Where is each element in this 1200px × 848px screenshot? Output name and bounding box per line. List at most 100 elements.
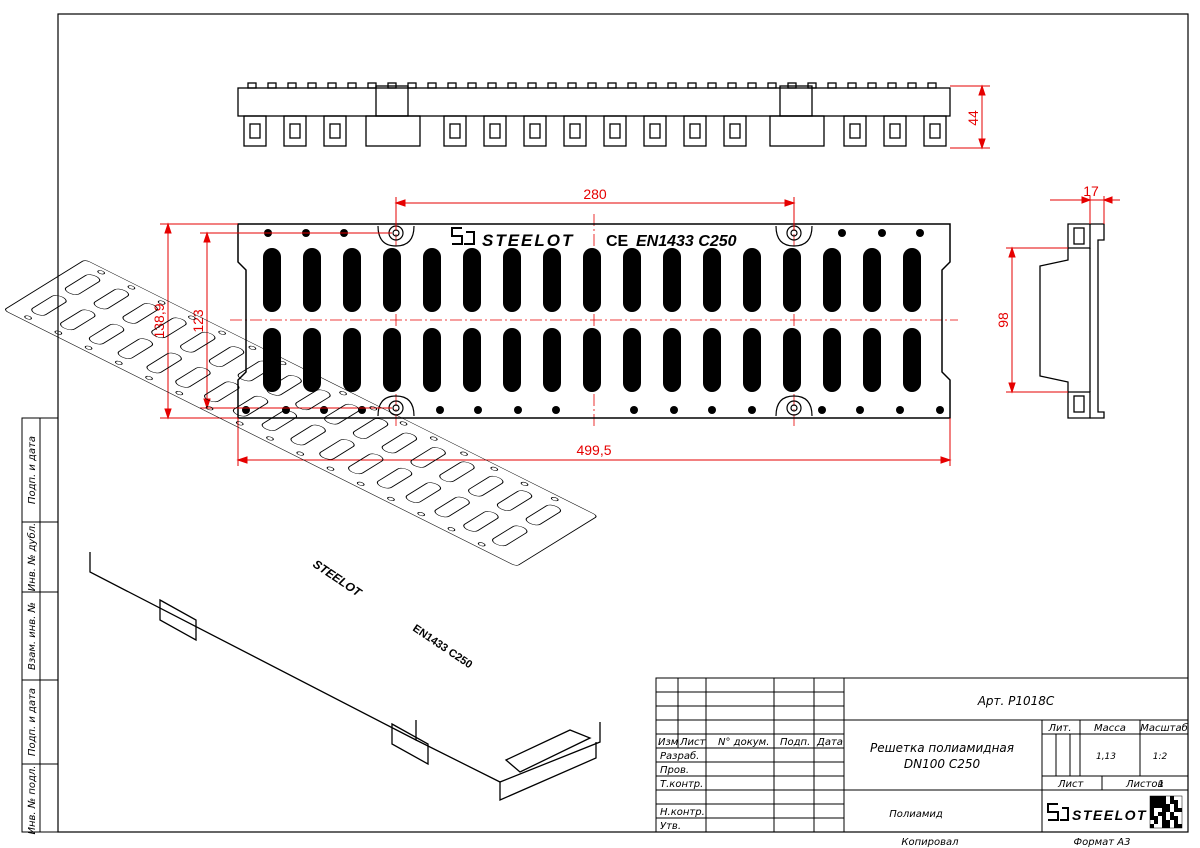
qr-module	[1154, 820, 1158, 824]
iso-hole	[235, 421, 244, 426]
qr-module	[1154, 796, 1158, 800]
top-rib	[847, 82, 857, 89]
tb-scale-value: 1:2	[1153, 752, 1168, 762]
dim-top-height-label: 44	[965, 110, 981, 126]
top-rib	[907, 82, 917, 89]
grate-slot	[623, 248, 641, 312]
qr-module	[1162, 804, 1166, 808]
tb-material: Полиамид	[889, 809, 943, 820]
top-rib	[527, 82, 537, 89]
iso-slot	[439, 461, 475, 483]
top-rib	[467, 82, 477, 89]
iso-hole	[24, 315, 32, 320]
qr-module	[1154, 816, 1158, 820]
tb-copied: Копировал	[901, 837, 959, 848]
top-foot	[283, 115, 307, 147]
grate-slot	[343, 248, 361, 312]
bolt-hole	[708, 406, 716, 414]
grate-slot	[703, 328, 721, 392]
iso-hole	[429, 436, 438, 441]
qr-module	[1170, 796, 1174, 800]
qr-module	[1166, 808, 1170, 812]
top-rib	[487, 82, 497, 89]
top-foot	[523, 115, 547, 147]
top-rib	[307, 82, 317, 89]
qr-module	[1158, 812, 1162, 816]
iso-hole	[550, 497, 559, 502]
tb-article: Арт. Р1018С	[977, 694, 1055, 708]
tb-mass-label: Масса	[1094, 723, 1126, 734]
qr-module	[1174, 816, 1178, 820]
top-foot	[563, 115, 587, 147]
top-rib	[667, 82, 677, 89]
dim-hole-spacing-label: 280	[583, 186, 607, 202]
bolt-hole	[552, 406, 560, 414]
top-foot-slot	[649, 123, 661, 139]
grate-slot	[823, 328, 841, 392]
iso-hole	[278, 360, 287, 366]
iso-hole	[447, 527, 456, 532]
tb-row-nkontr: Н.контр.	[660, 807, 705, 818]
side-stamp-labels: Инв. № подл. Подп. и дата Взам. инв. № И…	[26, 436, 38, 835]
grate-slot	[823, 248, 841, 312]
grate-slot	[423, 248, 441, 312]
top-rib	[747, 82, 757, 89]
iso-slot	[496, 490, 533, 511]
iso-hole	[218, 330, 226, 335]
top-rib	[347, 82, 357, 89]
tb-row-tkontr: Т.контр.	[660, 779, 703, 790]
iso-hole	[387, 496, 395, 502]
dim-side-width	[1050, 196, 1120, 224]
top-rib	[247, 82, 257, 89]
bolt-hole	[320, 406, 328, 414]
qr-module	[1162, 800, 1166, 804]
plan-view: STEELOT CE EN1433 C250	[230, 214, 958, 426]
iso-hole	[339, 391, 347, 396]
iso-slot	[405, 482, 442, 503]
iso-slot	[324, 403, 360, 425]
iso-slot	[146, 352, 182, 374]
top-foot-slot	[929, 123, 941, 139]
qr-module	[1154, 800, 1158, 804]
top-foot-slot	[249, 123, 261, 139]
iso-hole	[114, 360, 123, 365]
tb-header-sign: Подп.	[780, 737, 810, 748]
top-foot	[443, 115, 467, 147]
bolt-hole	[630, 406, 638, 414]
grate-slot	[423, 328, 441, 392]
top-foot-slot	[729, 123, 741, 139]
top-foot-slot	[529, 123, 541, 139]
top-rib	[367, 82, 377, 89]
grate-slot	[583, 248, 601, 312]
tb-header-izm: Изм	[658, 737, 679, 748]
grate-slot	[703, 248, 721, 312]
iso-slot	[31, 295, 67, 316]
qr-module	[1174, 820, 1178, 824]
qr-module	[1162, 796, 1166, 800]
top-rib	[867, 82, 877, 89]
bolt-hole	[896, 406, 904, 414]
tb-row-utv: Утв.	[660, 821, 681, 832]
top-foot-slot	[609, 123, 621, 139]
iso-hole	[296, 451, 305, 456]
qr-module	[1162, 824, 1166, 828]
bolt-hole	[936, 406, 944, 414]
top-foot	[643, 115, 667, 147]
iso-slot	[463, 511, 499, 532]
iso-hole	[248, 345, 257, 350]
iso-hole	[84, 345, 93, 350]
tb-name-line2: DN100 C250	[904, 757, 981, 771]
dim-side-height	[1006, 246, 1068, 394]
iso-hole	[520, 481, 529, 487]
bolt-hole	[474, 406, 482, 414]
iso-hole	[266, 436, 274, 441]
iso-hole	[356, 481, 365, 486]
qr-module	[1170, 812, 1174, 816]
top-rib	[827, 82, 837, 89]
iso-hole	[54, 330, 63, 335]
qr-module	[1150, 804, 1154, 808]
tb-name-line1: Решетка полиамидная	[870, 741, 1014, 755]
iso-hole	[175, 391, 184, 396]
dim-inner-height-label: 123	[190, 309, 206, 333]
dim-overall-length-label: 499,5	[576, 442, 611, 458]
